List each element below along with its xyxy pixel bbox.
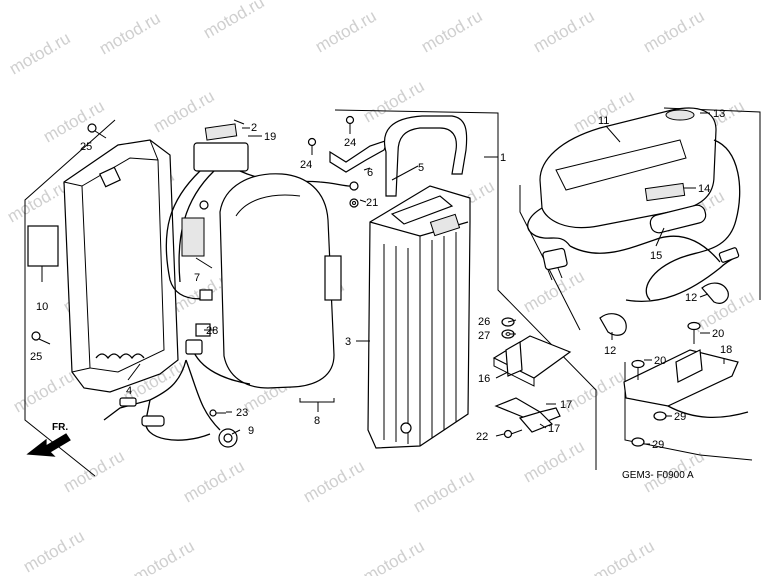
cord-clip xyxy=(701,282,729,304)
bolt-icon xyxy=(87,123,107,139)
callout-number: 20 xyxy=(654,355,666,367)
callout-number: 16 xyxy=(478,373,490,385)
connector-icon xyxy=(199,289,213,301)
screw-icon xyxy=(209,409,226,417)
callout-number: 29 xyxy=(674,411,686,423)
callout-number: 12 xyxy=(604,345,616,357)
callout-number: 24 xyxy=(344,137,356,149)
nut-icon xyxy=(653,411,667,421)
callout-labels: 1 2 3 4 5 6 7 8 9 10 11 12 12 13 14 15 1… xyxy=(30,108,732,451)
terminal-plate xyxy=(492,335,572,387)
ring-terminal-icon xyxy=(349,181,359,191)
cover-label-sticker xyxy=(324,255,342,301)
diagram-code: GEM3- F0900 A xyxy=(622,470,694,481)
battery-handle xyxy=(384,115,468,197)
battery-charger xyxy=(527,107,741,301)
left-group-outline xyxy=(24,119,116,477)
charger-group-outline-left xyxy=(519,185,581,331)
connector-icon xyxy=(718,247,740,263)
battery-pack xyxy=(367,185,471,449)
main-group-outline-right xyxy=(497,157,597,470)
callout-number: 1 xyxy=(500,152,506,164)
power-cord xyxy=(569,235,721,263)
callout-number: 28 xyxy=(206,325,218,337)
socket-icon xyxy=(218,428,238,448)
bracket-group-outline xyxy=(624,362,753,461)
callout-number: 20 xyxy=(712,328,724,340)
callout-number: 25 xyxy=(30,351,42,363)
callout-number: 13 xyxy=(713,108,725,120)
callout-number: 7 xyxy=(194,272,200,284)
nut-icon xyxy=(631,437,645,447)
callout-number: 25 xyxy=(80,141,92,153)
charger-bracket xyxy=(623,349,749,419)
callout-number: 27 xyxy=(478,330,490,342)
callout-number: 18 xyxy=(720,344,732,356)
cord-clip xyxy=(599,313,627,336)
bolt-icon xyxy=(345,115,355,134)
callout-number: 15 xyxy=(650,250,662,262)
bolt-icon xyxy=(307,137,317,155)
nut-icon xyxy=(349,198,359,208)
callout-number: 26 xyxy=(478,316,490,328)
callout-number: 17 xyxy=(548,423,560,435)
main-group-outline-top xyxy=(334,109,499,157)
callout-number: 14 xyxy=(698,183,710,195)
screw-icon xyxy=(503,429,523,439)
case-label-sticker xyxy=(27,225,59,267)
callout-number: 22 xyxy=(476,431,488,443)
plug-icon xyxy=(542,247,568,281)
leader-lines xyxy=(41,112,725,445)
callout-number: 11 xyxy=(598,115,609,127)
callout-number: 29 xyxy=(652,439,664,451)
callout-number: 4 xyxy=(126,385,132,397)
battery-cover xyxy=(219,173,335,389)
bolt-icon xyxy=(31,331,51,345)
callout-number: 2 xyxy=(251,122,257,134)
callout-number: 19 xyxy=(264,131,276,143)
battery-case xyxy=(63,139,179,393)
wire-harness xyxy=(103,347,251,441)
ring-terminal-icon xyxy=(199,200,209,210)
mounting-bracket xyxy=(329,139,390,173)
callout-number: 6 xyxy=(367,167,373,179)
callout-number: 8 xyxy=(314,415,320,427)
callout-number: 17 xyxy=(560,399,572,411)
front-direction-arrow: FR. xyxy=(26,422,71,457)
fuse-holder xyxy=(165,123,351,300)
connector-icon xyxy=(185,323,211,355)
bolt-icon xyxy=(631,359,645,380)
bolt-icon xyxy=(687,321,701,344)
callout-number: 21 xyxy=(366,197,378,209)
svg-text:FR.: FR. xyxy=(52,422,68,433)
spacer-pad xyxy=(181,217,205,257)
callout-number: 3 xyxy=(345,336,351,348)
callout-number: 24 xyxy=(300,159,312,171)
callout-number: 12 xyxy=(685,292,697,304)
callout-number: 5 xyxy=(418,162,424,174)
callout-number: 10 xyxy=(36,301,48,313)
callout-number: 23 xyxy=(236,407,248,419)
callout-number: 9 xyxy=(248,425,254,437)
